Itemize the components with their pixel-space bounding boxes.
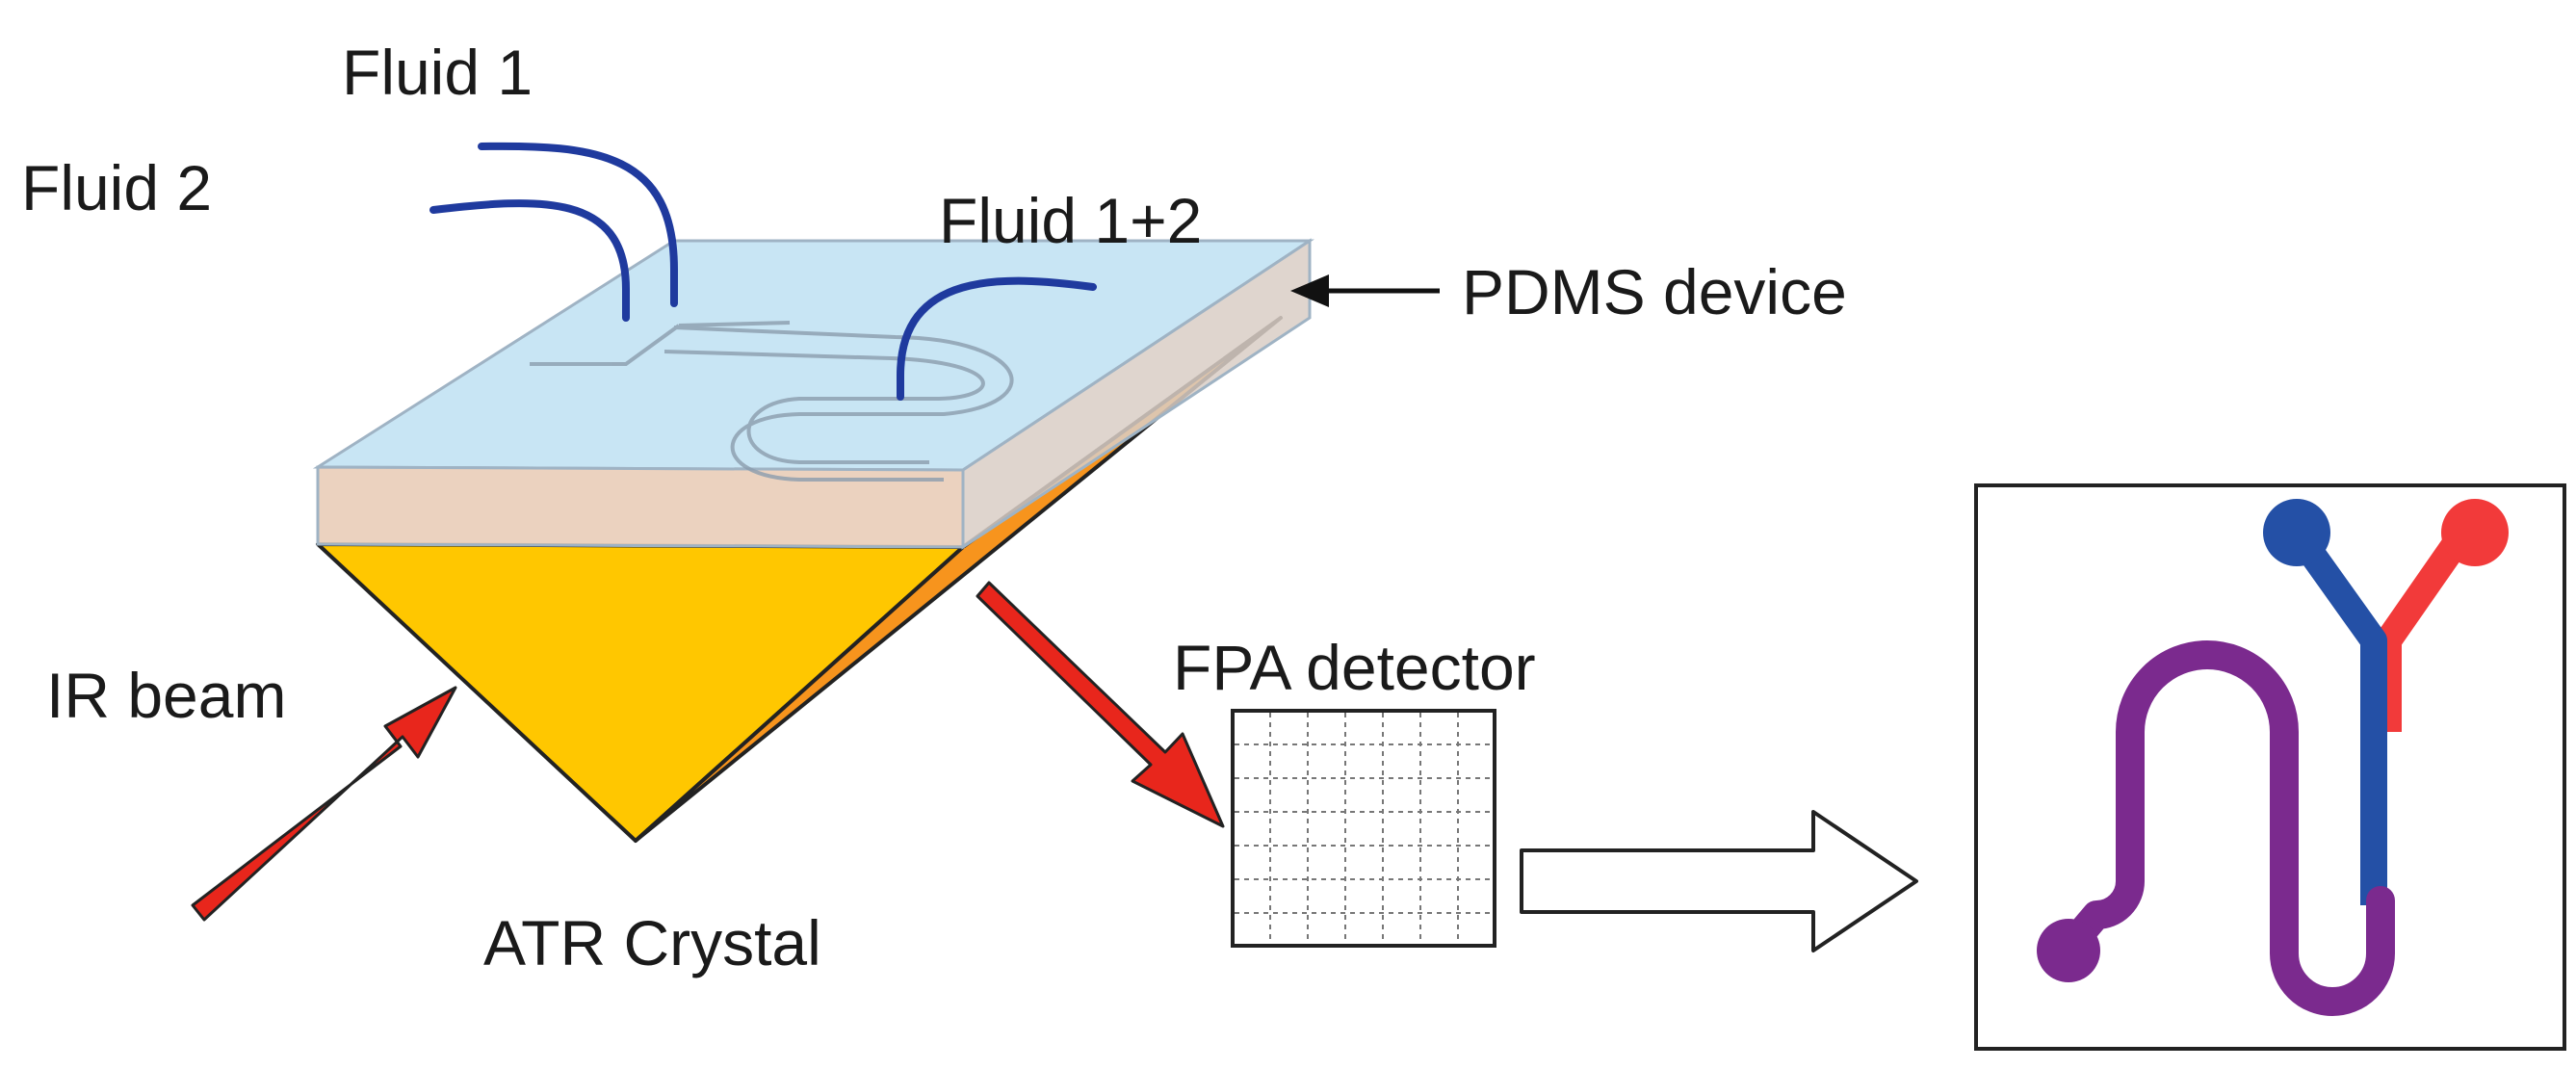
black-arrow-icon xyxy=(1290,274,1329,307)
label-fluid1: Fluid 1 xyxy=(342,37,533,108)
label-fpa-detector: FPA detector xyxy=(1173,632,1536,703)
flow-arrow xyxy=(1520,810,1918,952)
pdms-channel-outline xyxy=(530,321,1014,482)
channel-purple-serpentine xyxy=(2056,640,2395,1016)
tubing xyxy=(429,142,1097,401)
crystal-front-face xyxy=(316,542,965,843)
label-fluid2: Fluid 2 xyxy=(21,152,212,223)
fluid2-tube xyxy=(429,199,630,322)
channel-outlet-port xyxy=(2037,919,2100,982)
label-fluid12: Fluid 1+2 xyxy=(939,185,1202,256)
ir-beam-arrow xyxy=(191,686,457,922)
channel-red-port xyxy=(2441,499,2509,566)
outlet-tube xyxy=(897,276,1097,401)
pdms-device xyxy=(312,238,1314,550)
chemical-image-panel xyxy=(1974,483,2566,1051)
fpa-grid xyxy=(1235,713,1493,944)
label-pdms-device: PDMS device xyxy=(1462,256,1847,327)
label-ir-beam: IR beam xyxy=(46,660,286,731)
label-atr-crystal: ATR Crystal xyxy=(483,907,821,978)
pdms-pointer xyxy=(1290,274,1440,307)
fpa-detector xyxy=(1231,709,1496,948)
output-beam-arrow xyxy=(976,581,1225,828)
channel-blue-port xyxy=(2263,499,2330,566)
fluid1-tube xyxy=(478,142,678,307)
red-arrow-icon xyxy=(191,686,457,922)
red-arrow-icon xyxy=(976,581,1225,828)
hollow-arrow-icon xyxy=(1520,810,1918,952)
